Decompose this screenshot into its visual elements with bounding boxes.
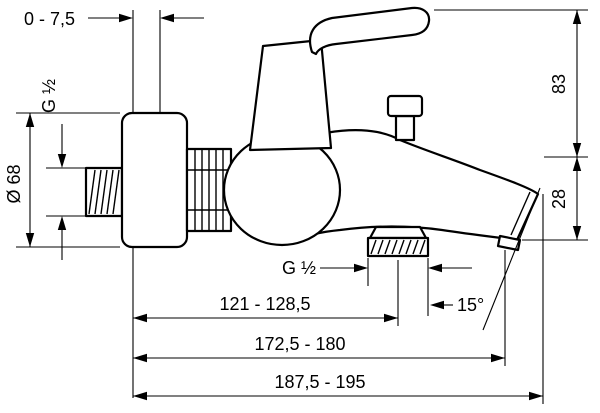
dim-height-28: 28 [522, 157, 588, 241]
dim-offset: 0 - 7,5 [24, 9, 204, 29]
dim-outlet-thread-label: G ½ [282, 258, 316, 278]
dim-height-28-label: 28 [549, 189, 569, 209]
dim-wall-thread: G ½ [39, 79, 86, 260]
dim-wall-thread-label: G ½ [39, 79, 59, 113]
aerator [496, 191, 531, 252]
dim-wall-to-tip: 187,5 - 195 [133, 194, 544, 404]
dim-flange-diameter-label: Ø 68 [4, 164, 24, 203]
dim-outlet-thread: G ½ [282, 258, 472, 316]
cartridge-cone [248, 38, 333, 152]
dim-wall-to-outlet: 121 - 128,5 [133, 260, 399, 326]
dim-wall-to-aerator-label: 172,5 - 180 [254, 334, 345, 354]
dim-wall-to-outlet-label: 121 - 128,5 [219, 294, 310, 314]
dim-wall-to-aerator: 172,5 - 180 [133, 250, 506, 366]
dim-height-83: 83 [434, 9, 588, 158]
diverter-knob [386, 94, 424, 142]
dim-angle-15-label: 15° [457, 295, 484, 315]
lever-handle [308, 6, 431, 56]
mixer-body [222, 133, 342, 247]
dim-wall-to-tip-label: 187,5 - 195 [274, 372, 365, 392]
dim-offset-label: 0 - 7,5 [24, 9, 75, 29]
wall-flange [120, 111, 189, 249]
dim-height-83-label: 83 [549, 74, 569, 94]
dim-angle-15: 15° [430, 187, 541, 331]
wall-thread-nipple [84, 166, 124, 218]
dim-flange-diameter: Ø 68 [4, 112, 120, 248]
shower-outlet [366, 225, 430, 258]
